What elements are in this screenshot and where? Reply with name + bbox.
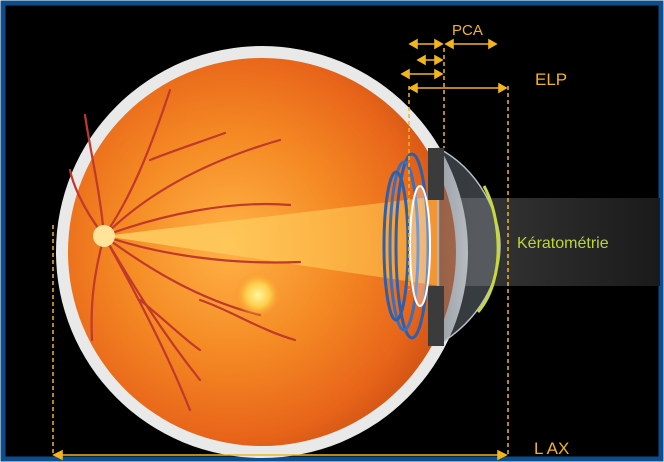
axial-length-label: L AX <box>534 440 569 457</box>
optic-disc <box>93 225 115 247</box>
iris-upper <box>428 148 444 200</box>
keratometry-label: Kératométrie <box>517 236 609 252</box>
macula <box>234 271 282 319</box>
pca-label: PCA <box>452 23 483 38</box>
iris-lower <box>428 286 444 346</box>
elp-label: ELP <box>535 71 567 88</box>
